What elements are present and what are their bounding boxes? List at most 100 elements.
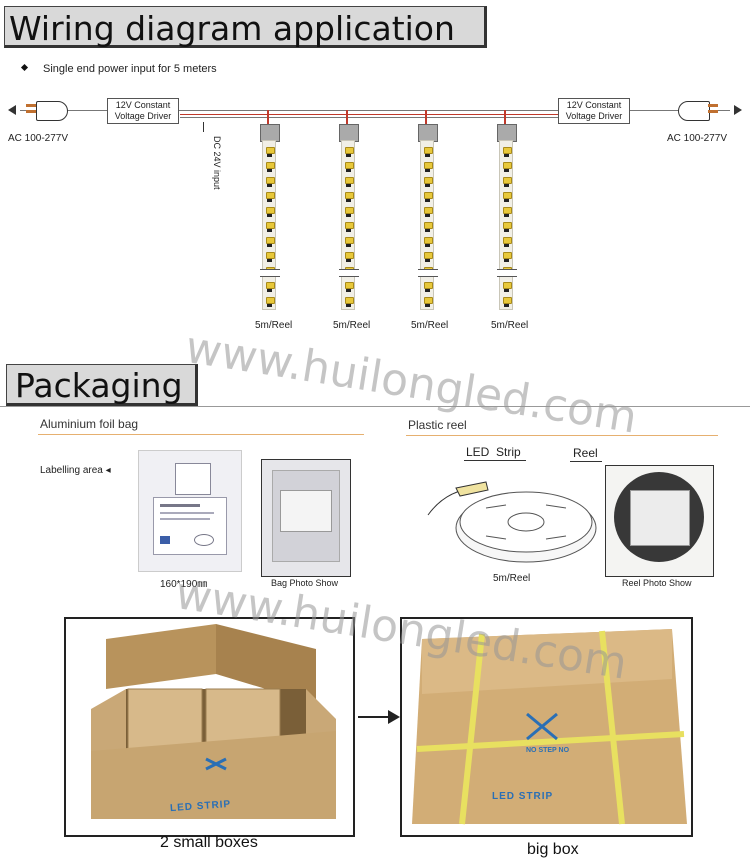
strip-feed-wire: [346, 110, 348, 124]
bag-photo-label: Bag Photo Show: [271, 578, 339, 588]
main-wire: [20, 110, 730, 111]
led-chip: [503, 177, 512, 184]
led-chip: [424, 252, 433, 259]
resistor: [504, 244, 509, 247]
reel-len-label: 5m/Reel: [493, 573, 531, 584]
resistor: [267, 304, 272, 307]
resistor: [346, 184, 351, 187]
big-box-caption: big box: [527, 841, 579, 858]
resistor: [346, 169, 351, 172]
led-chip: [503, 282, 512, 289]
resistor: [504, 304, 509, 307]
strip-feed-wire: [425, 110, 427, 124]
strip-break-icon: [260, 269, 280, 277]
big-box-no-step: NO STEP NO: [526, 747, 570, 754]
right-arrow-head-icon: [388, 710, 400, 724]
led-chip: [503, 252, 512, 259]
packaging-divider: [0, 406, 750, 407]
resistor: [267, 154, 272, 157]
led-chip: [503, 192, 512, 199]
resistor: [425, 229, 430, 232]
right-driver: 12V Constant Voltage Driver: [558, 98, 630, 124]
led-chip: [266, 162, 275, 169]
led-chip: [503, 297, 512, 304]
led-chip: [424, 237, 433, 244]
led-chip: [345, 192, 354, 199]
big-box-photo: NO STEP NO LED STRIP: [400, 617, 693, 837]
resistor: [504, 169, 509, 172]
reel-label-3: 5m/Reel: [411, 320, 449, 331]
resistor: [425, 154, 430, 157]
resistor: [504, 154, 509, 157]
reel-label: Reel: [573, 446, 598, 460]
strip-break-icon: [339, 269, 359, 277]
wiring-title: Wiring diagram application: [4, 6, 487, 48]
plastic-reel-title: Plastic reel: [408, 418, 467, 432]
led-strip-3: [418, 140, 438, 310]
resistor: [425, 184, 430, 187]
resistor: [425, 304, 430, 307]
dc-arrow-icon: [203, 122, 204, 132]
strip-break-icon: [497, 269, 517, 277]
bag-label: [153, 497, 227, 555]
strip-feed-wire: [267, 110, 269, 124]
left-driver: 12V Constant Voltage Driver: [107, 98, 179, 124]
big-carton-drawing: [412, 629, 687, 825]
labelling-area-box: [175, 463, 211, 495]
bag-photo: [261, 459, 351, 577]
led-chip: [345, 177, 354, 184]
strip-feed-wire: [504, 110, 506, 124]
led-chip: [266, 207, 275, 214]
resistor: [346, 304, 351, 307]
bag-size-label: 160*190㎜: [160, 579, 208, 590]
resistor: [346, 289, 351, 292]
led-chip: [503, 222, 512, 229]
reel-drawing: [427, 481, 597, 563]
strip-break-icon: [418, 269, 438, 277]
resistor: [267, 184, 272, 187]
led-chip: [424, 207, 433, 214]
resistor: [346, 244, 351, 247]
led-chip: [266, 282, 275, 289]
left-plug-pins: [26, 104, 36, 107]
resistor: [425, 199, 430, 202]
led-chip: [503, 147, 512, 154]
small-boxes-caption: 2 small boxes: [160, 834, 258, 851]
resistor: [425, 259, 430, 262]
dc-input-label: DC 24V input: [212, 136, 222, 190]
resistor: [346, 214, 351, 217]
resistor: [267, 229, 272, 232]
led-chip: [345, 252, 354, 259]
led-chip: [503, 237, 512, 244]
led-strip-2: [339, 140, 359, 310]
led-chip: [424, 222, 433, 229]
foil-bag-drawing: [138, 450, 242, 572]
reel-label-2: 5m/Reel: [333, 320, 371, 331]
reel-label-4: 5m/Reel: [491, 320, 529, 331]
reel-title-rule: [406, 435, 718, 436]
reel-underline: [570, 461, 602, 462]
led-chip: [345, 222, 354, 229]
led-chip: [503, 207, 512, 214]
big-box-carton-text: LED STRIP: [492, 791, 554, 802]
open-carton-drawing: [91, 624, 336, 819]
resistor: [346, 154, 351, 157]
led-chip: [424, 147, 433, 154]
left-plug-icon: [36, 101, 68, 121]
right-arrow-icon: [734, 105, 742, 115]
reel-photo: [605, 465, 714, 577]
resistor: [267, 199, 272, 202]
resistor: [346, 199, 351, 202]
packaging-title: Packaging: [6, 364, 198, 406]
left-arrow-icon: [8, 105, 16, 115]
led-chip: [266, 177, 275, 184]
resistor: [267, 169, 272, 172]
led-chip: [266, 147, 275, 154]
resistor: [504, 229, 509, 232]
led-chip: [424, 297, 433, 304]
resistor: [267, 259, 272, 262]
led-strip-1: [260, 140, 280, 310]
foil-bag-title: Aluminium foil bag: [40, 417, 139, 431]
led-chip: [345, 282, 354, 289]
led-chip: [266, 222, 275, 229]
